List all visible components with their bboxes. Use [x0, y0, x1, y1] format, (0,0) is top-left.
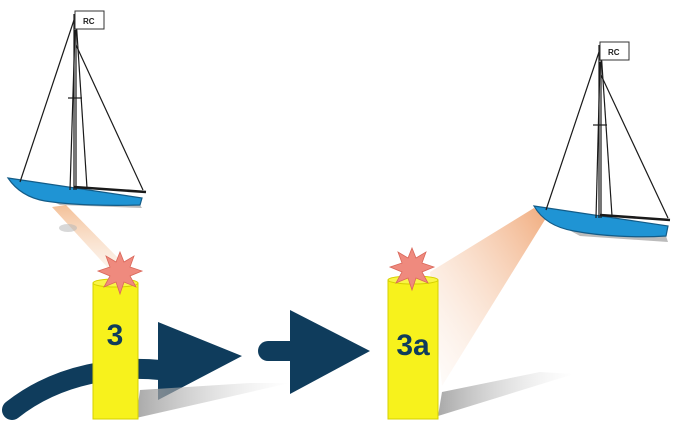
left-flag-label: RC [83, 17, 95, 26]
mark-3-label: 3 [107, 319, 124, 352]
mark-3a-label: 3a [396, 329, 430, 362]
right-committee-boat: RC [534, 42, 670, 242]
left-scene: RC 3 [8, 11, 290, 419]
left-boat-hull [8, 178, 142, 205]
left-rc-flag: RC [75, 11, 104, 29]
left-beam-shadow [59, 224, 77, 232]
right-scene: RC 3a [388, 42, 670, 419]
left-committee-boat: RC [8, 11, 146, 208]
transition-arrow [268, 310, 370, 394]
left-sight-beam [52, 205, 122, 268]
right-sight-beam [430, 208, 546, 386]
right-rc-flag: RC [600, 42, 629, 60]
mark-3a-shadow [438, 372, 574, 416]
right-flag-label: RC [608, 48, 620, 57]
